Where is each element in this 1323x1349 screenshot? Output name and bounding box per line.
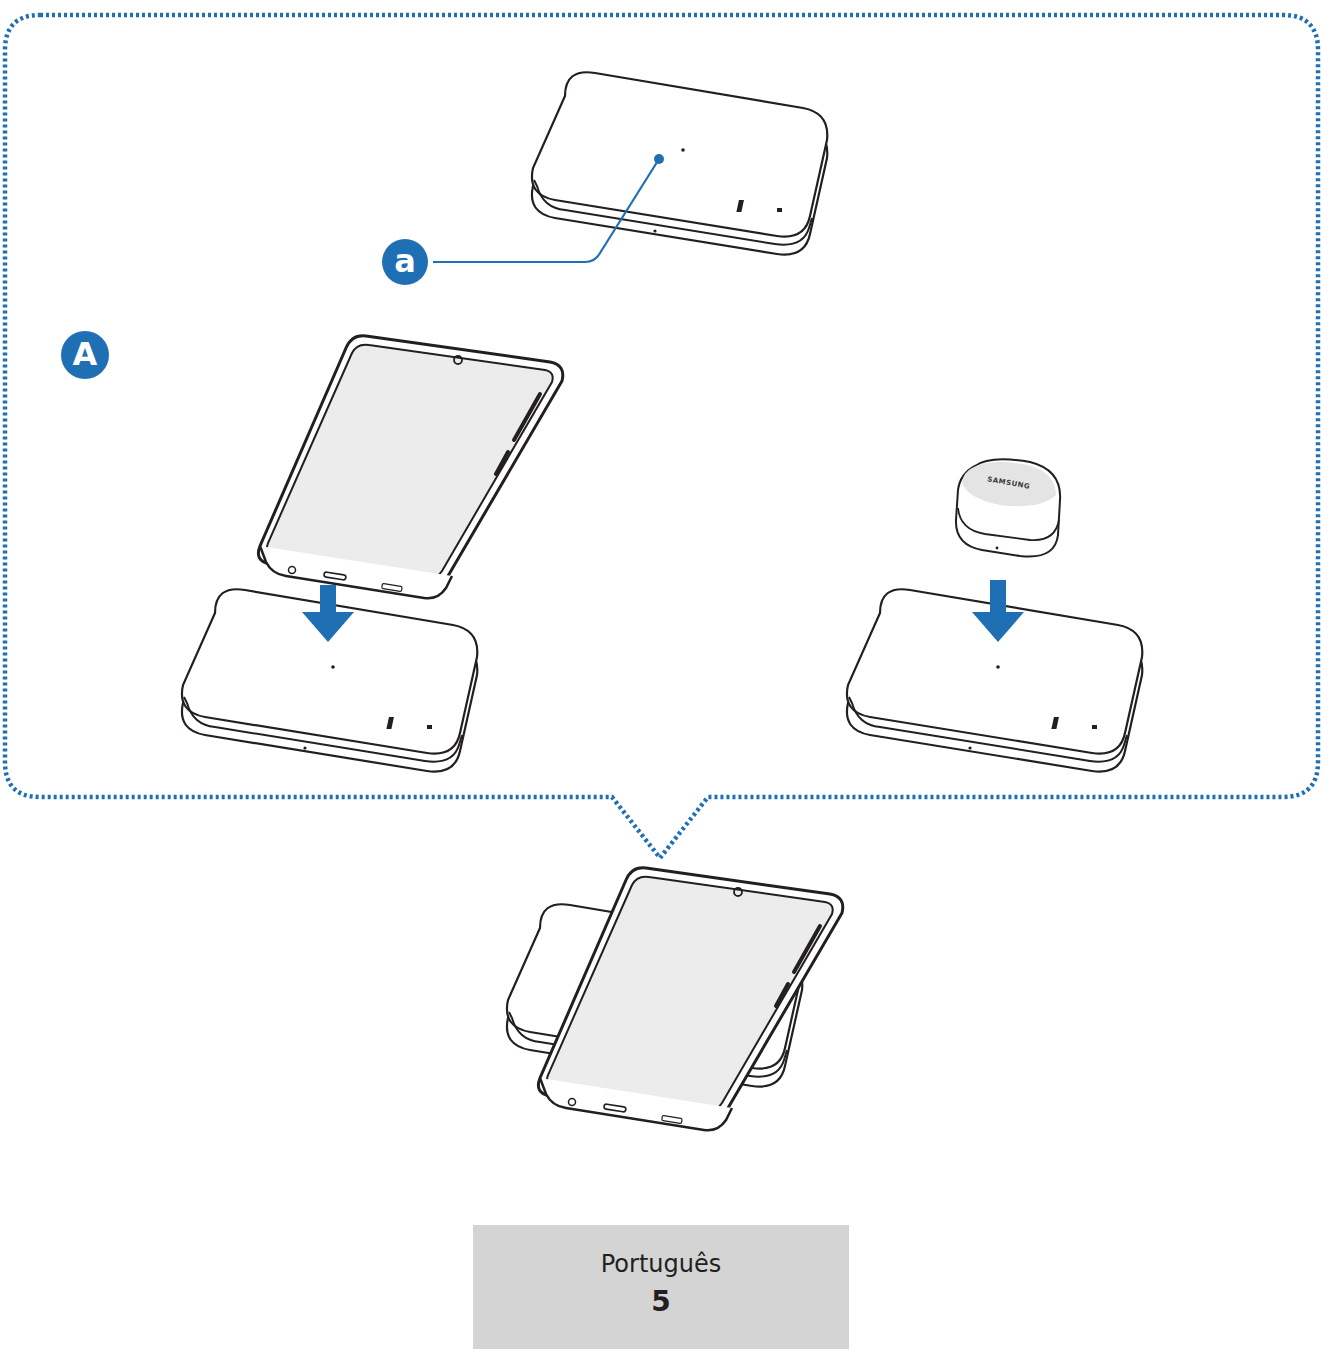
page-number: 5 [473, 1282, 849, 1323]
callout-letter: A [73, 338, 98, 370]
language-label: Português [473, 1247, 849, 1282]
callout-letter: a [394, 245, 416, 277]
page-footer-box: Português5 [473, 1225, 849, 1349]
